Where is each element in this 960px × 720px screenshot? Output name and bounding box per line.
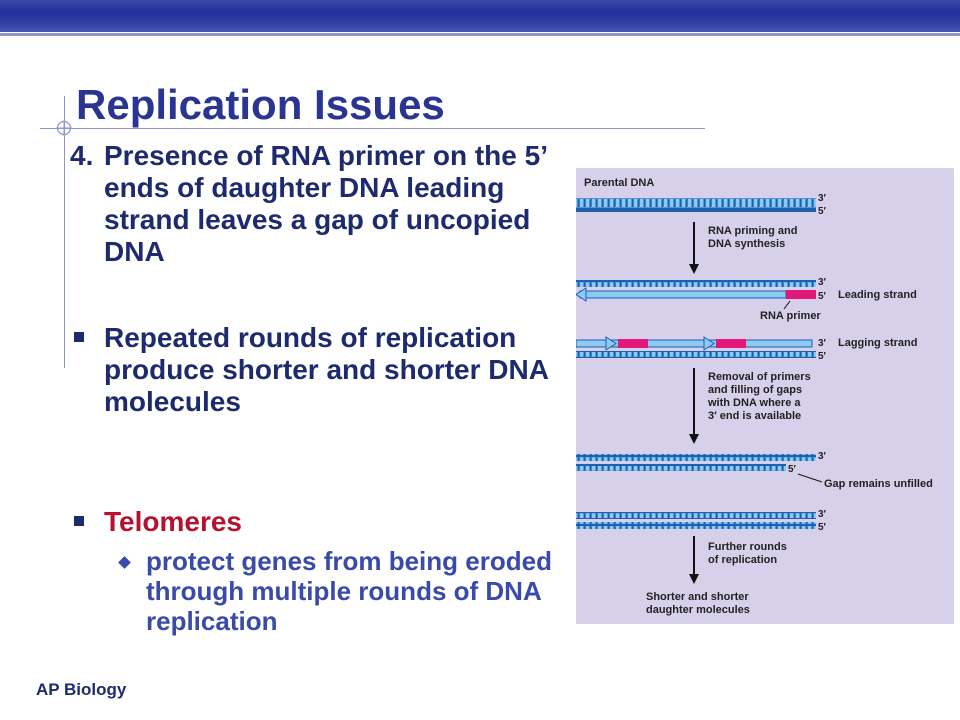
lagging-bottom-strand [576,351,816,358]
decorative-horizontal-line [40,128,705,129]
square-bullet-icon [74,332,84,342]
top-banner [0,0,960,32]
label-5prime: 5′ [818,291,827,302]
short-bottom-strand [576,522,816,529]
gap-top-strand [576,454,816,461]
step3-arrowhead [689,574,699,584]
point-number: 4. [70,140,94,171]
slide-title: Replication Issues [76,81,445,128]
lagging-rna-primer [618,339,648,348]
lagging-arrowhead [703,336,715,351]
label-step1-line1: RNA priming and [708,225,797,237]
label-3prime: 3′ [818,338,827,349]
label-step2-line1: Removal of primers [708,371,811,383]
sub-bullet-protect-genes: protect genes from being eroded through … [146,546,552,636]
label-step1-line2: DNA synthesis [708,238,785,250]
lagging-rna-primer [716,339,746,348]
label-gap-remains: Gap remains unfilled [824,478,933,490]
gap-pointer [797,473,823,483]
lagging-arrowhead [605,336,617,351]
leading-top-strand [576,280,816,287]
label-3prime: 3′ [818,509,827,520]
step1-arrowhead [689,264,699,274]
square-bullet-icon [74,516,84,526]
lagging-new-strand [576,339,813,348]
label-5prime: 5′ [818,206,827,217]
leading-new-strand [579,290,787,299]
diamond-bullet-icon [118,556,131,569]
step2-arrowhead [689,434,699,444]
bullet-telomeres: Telomeres [104,506,242,537]
leading-rna-primer [786,290,816,299]
label-3prime: 3′ [818,193,827,204]
label-5prime: 5′ [818,522,827,533]
label-3prime: 3′ [818,277,827,288]
label-5prime: 5′ [788,464,797,475]
short-top-strand [576,512,816,519]
label-final-line1: Shorter and shorter [646,591,749,603]
crosshair-icon [56,120,72,136]
label-parental-dna: Parental DNA [584,177,654,189]
decorative-vertical-line [64,96,65,368]
label-step2-line3: with DNA where a [707,397,801,409]
gap-bottom-strand [576,464,786,471]
label-leading-strand: Leading strand [838,289,917,301]
replication-diagram: Parental DNA 3′ 5′ RNA priming and DNA s… [576,168,954,624]
label-3prime: 3′ [818,451,827,462]
top-banner-stripe [0,33,960,36]
bullet-shorter-molecules: Repeated rounds of replication produce s… [104,322,548,417]
point-text: Presence of RNA primer on the 5’ ends of… [104,140,547,267]
parental-dna-strand [576,198,816,212]
primer-pointer [783,300,791,310]
footer-label: AP Biology [36,680,127,699]
label-step2-line2: and filling of gaps [708,384,802,396]
label-step3-line2: of replication [708,554,777,566]
label-lagging-strand: Lagging strand [838,337,917,349]
label-5prime: 5′ [818,351,827,362]
diagram-background [576,168,954,624]
label-step3-line1: Further rounds [708,541,787,553]
leading-arrowhead [576,287,587,302]
label-final-line2: daughter molecules [646,604,750,616]
label-rna-primer: RNA primer [760,310,821,322]
label-step2-line4: 3′ end is available [708,410,801,422]
